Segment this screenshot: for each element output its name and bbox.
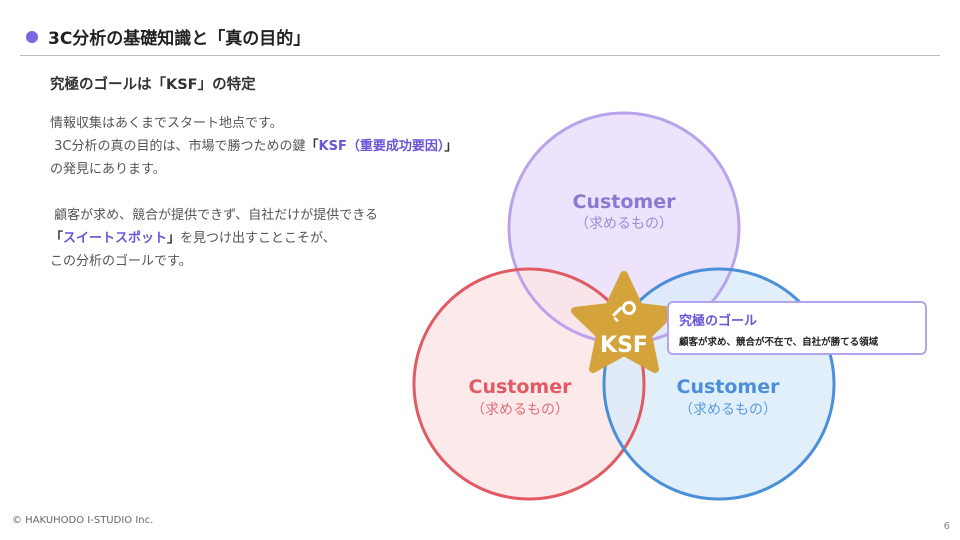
body-line: 顧客が求め、競合が提供できず、自社だけが提供できる <box>50 204 520 227</box>
callout-text: 顧客が求め、競合が不在で、自社が勝てる領域 <box>679 337 879 348</box>
body-text-span: 3C分析の真の目的は、市場で勝つための鍵 <box>54 139 306 154</box>
body-line: 「スイートスポット」を見つけ出すことこそが、 <box>50 231 336 246</box>
circle-left-outline <box>412 267 646 501</box>
star-outline <box>571 271 677 373</box>
section-heading: 究極のゴールは「KSF」の特定 <box>50 77 256 93</box>
callout-title: 究極のゴール <box>679 314 758 329</box>
header-divider <box>20 55 940 56</box>
body-text: 情報収集はあくまでスタート地点です。 3C分析の真の目的は、市場で勝つための鍵「… <box>50 112 520 273</box>
body-text-span: 顧客が求め、競合が提供できず、自社だけが提供できる <box>54 208 378 223</box>
body-line: 情報収集はあくまでスタート地点です。 <box>50 116 283 131</box>
circle-right-outline <box>602 267 836 501</box>
circle-top-sublabel: （求めるもの） <box>575 216 673 232</box>
circle-right-sublabel: （求めるもの） <box>679 402 777 418</box>
circle-right-label: Customer <box>677 376 781 398</box>
body-text-span: を見つけ出すことこそが、 <box>180 231 336 246</box>
circle-left-sublabel: （求めるもの） <box>471 402 569 418</box>
ksf-label: KSF <box>600 333 648 358</box>
ksf-highlight: KSF（重要成功要因） <box>318 139 445 154</box>
callout-box: 究極のゴール 顧客が求め、競合が不在で、自社が勝てる領域 <box>667 301 927 355</box>
circle-left-label: Customer <box>469 376 573 398</box>
body-line: この分析のゴールです。 <box>50 254 192 269</box>
venn-diagram: Customer （求めるもの） Customer （求めるもの） Custom… <box>400 100 960 510</box>
bullet-dot <box>26 30 38 43</box>
sweetspot-highlight: スイートスポット <box>63 231 168 246</box>
slide-title: 3C分析の基礎知識と「真の目的」 <box>48 29 311 49</box>
body-line: 3C分析の真の目的は、市場で勝つための鍵「KSF（重要成功要因）」 <box>54 139 458 154</box>
copyright: © HAKUHODO I-STUDIO Inc. <box>12 515 154 526</box>
slide-header: 3C分析の基礎知識と「真の目的」 <box>26 24 310 49</box>
circle-top-label: Customer <box>573 191 677 213</box>
key-icon <box>611 301 636 323</box>
ksf-badge: KSF <box>571 271 677 373</box>
page-number: 6 <box>943 521 950 532</box>
body-line: の発見にあります。 <box>50 162 166 177</box>
